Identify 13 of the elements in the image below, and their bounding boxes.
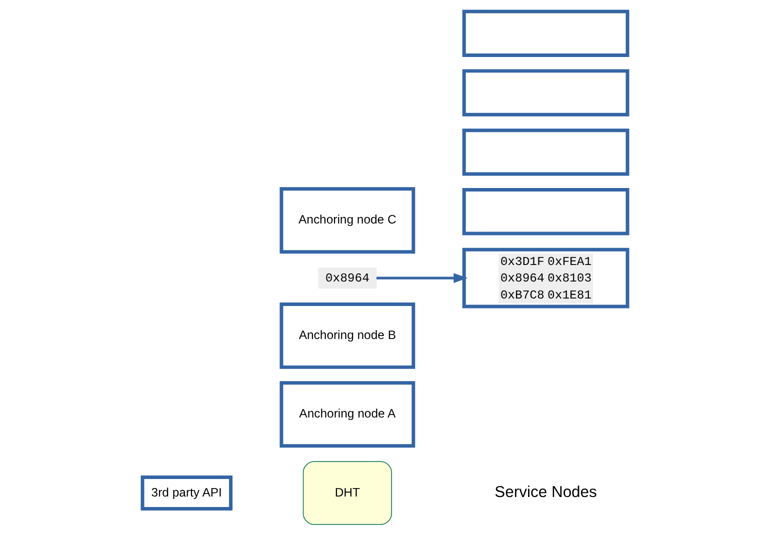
node-box — [462, 69, 629, 116]
label: Service Nodes — [494, 484, 596, 501]
node-box — [462, 188, 629, 236]
node-box: Anchoring node A — [279, 381, 415, 448]
node-box: Anchoring node B — [279, 302, 415, 369]
node-box — [462, 10, 629, 57]
node-box: 0x3D1F 0xFEA1 0x8964 0x8103 0xB7C8 0x1E81 — [462, 248, 629, 308]
node-box — [462, 128, 629, 176]
node-box: 0x8964 — [318, 268, 376, 289]
node-box: DHT — [302, 461, 392, 525]
node-box: Anchoring node C — [279, 187, 415, 254]
arrow — [376, 273, 468, 283]
node-box: 3rd party API — [140, 476, 232, 510]
